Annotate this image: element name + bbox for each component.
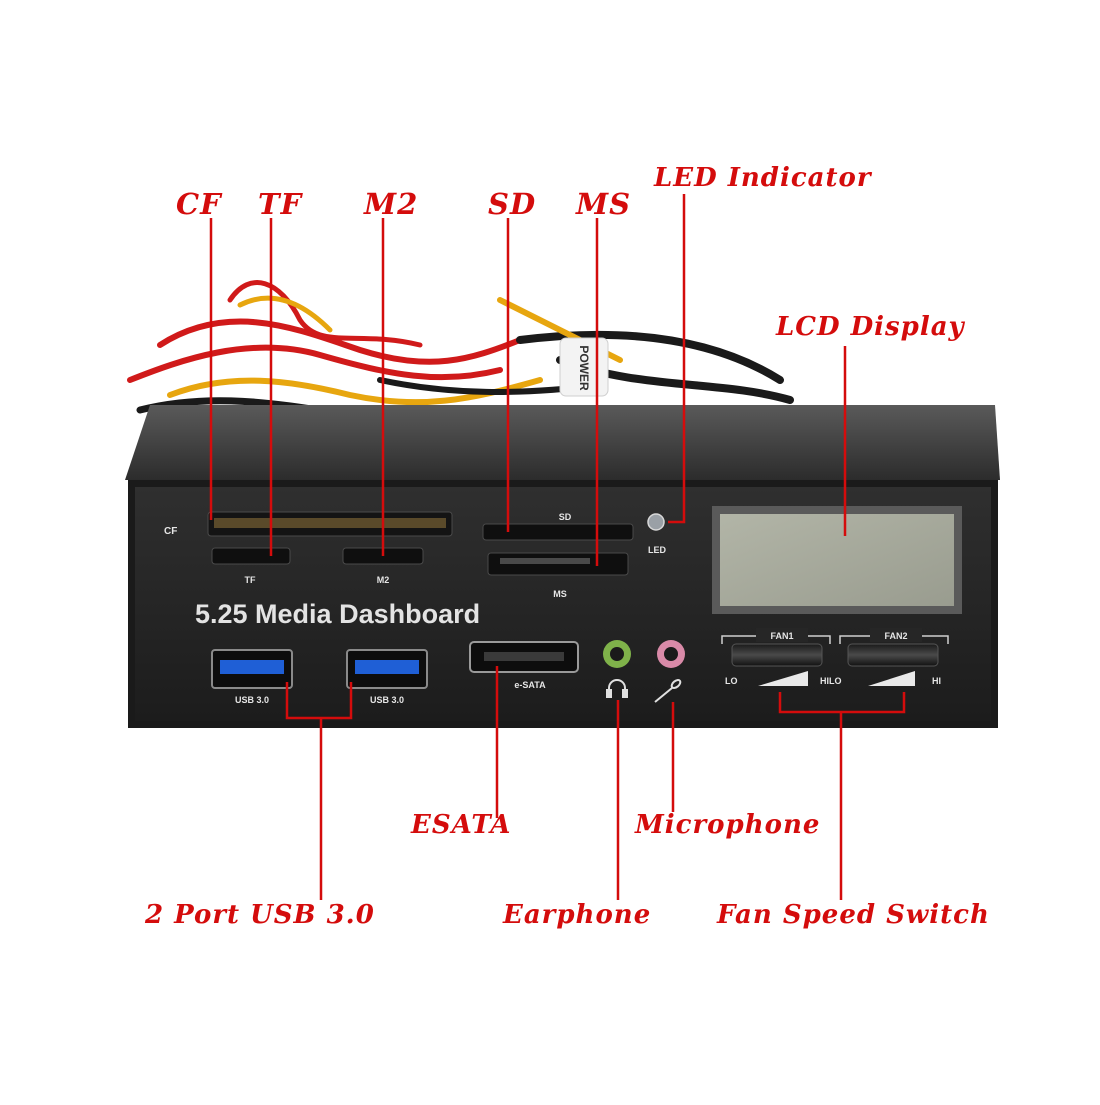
fan1-speed-ramp [758, 671, 808, 686]
fan2-label-bg [870, 628, 922, 642]
ms-panel-label: MS [553, 589, 567, 599]
fan2-speed-ramp [868, 671, 915, 686]
enclosure-top [125, 405, 1000, 480]
microphone-icon [654, 679, 682, 703]
callout-ms: MS [576, 187, 632, 221]
esata-panel-label: e-SATA [514, 680, 546, 690]
fan2-knob[interactable] [847, 643, 939, 667]
panel-title: 5.25 Media Dashboard [195, 599, 480, 629]
callout-led-indicator: LED Indicator [654, 163, 872, 193]
cable-tag-text: POWER [577, 345, 591, 391]
callout-usb: 2 Port USB 3.0 [145, 900, 375, 930]
usb-port-1-tongue [220, 660, 284, 674]
fan1-label-bg [756, 628, 808, 642]
callout-tf: TF [258, 187, 303, 221]
callout-sd: SD [488, 187, 537, 221]
fan1-lo-label: LO [725, 676, 738, 686]
lcd-screen [720, 514, 954, 606]
cf-slot-pins [214, 518, 446, 528]
callout-m2: M2 [364, 187, 419, 221]
wire-bundle [127, 280, 794, 416]
usb-port-1-label: USB 3.0 [235, 695, 269, 705]
led-light [647, 513, 665, 531]
fan-hilo-label: HILO [820, 676, 842, 686]
usb-port-2-label: USB 3.0 [370, 695, 404, 705]
callout-fan-speed-switch: Fan Speed Switch [717, 900, 990, 930]
callout-microphone: Microphone [635, 810, 821, 840]
esata-port-tongue [484, 652, 564, 661]
sd-slot[interactable] [482, 523, 634, 541]
callout-cf: CF [176, 187, 222, 221]
cable-tag: POWER [559, 337, 609, 397]
fan1-label: FAN1 [770, 631, 793, 641]
earphone-jack-hole [610, 647, 624, 661]
callout-esata: ESATA [411, 810, 512, 840]
m2-panel-label: M2 [377, 575, 390, 585]
microphone-jack-hole [664, 647, 678, 661]
usb-port-2-tongue [355, 660, 419, 674]
tf-panel-label: TF [245, 575, 256, 585]
callout-leaders [209, 194, 906, 900]
cf-panel-label: CF [164, 526, 177, 537]
led-panel-label: LED [648, 545, 667, 555]
headphone-icon [606, 679, 628, 698]
callout-lcd-display: LCD Display [776, 312, 965, 342]
sd-panel-label: SD [559, 512, 572, 522]
fan2-hi-label: HI [932, 676, 941, 686]
ms-slot-pins [500, 558, 590, 564]
tf-slot[interactable] [211, 547, 291, 565]
fan1-knob[interactable] [731, 643, 823, 667]
callout-earphone: Earphone [503, 900, 652, 930]
fan2-label: FAN2 [884, 631, 907, 641]
